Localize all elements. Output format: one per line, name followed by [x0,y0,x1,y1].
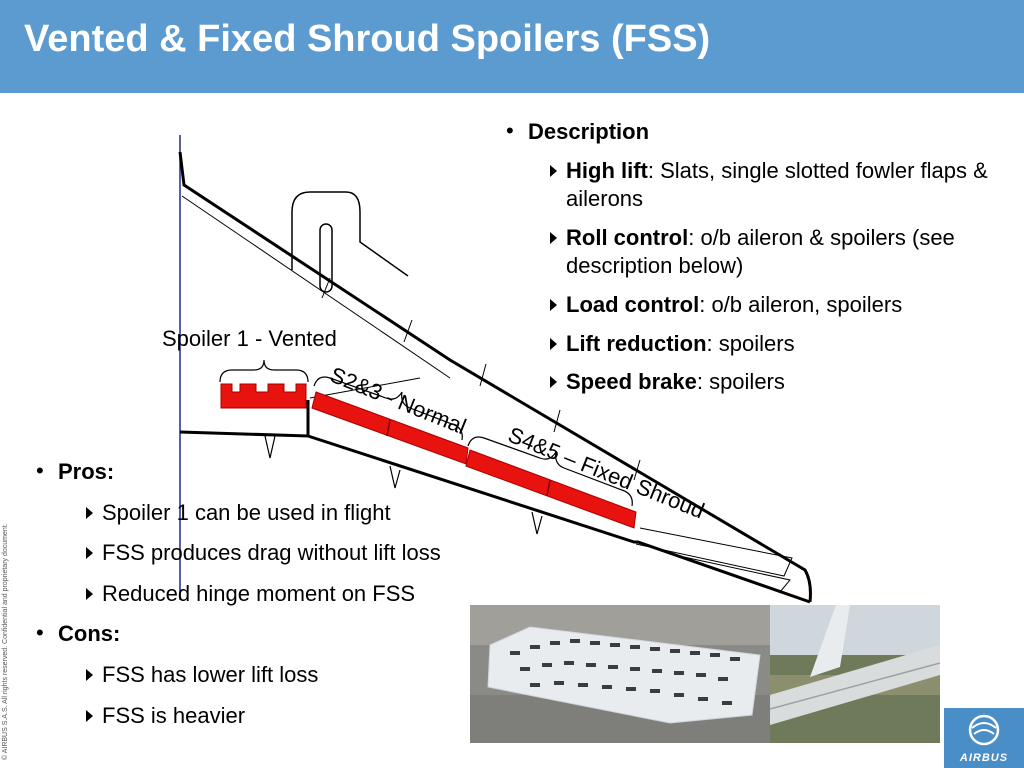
item-text: FSS is heavier [102,702,246,728]
item-text: Reduced hinge moment on FSS [102,580,416,606]
pros-cons-list: Pros: Spoiler 1 can be used in flight FS… [36,457,516,731]
description-item-high-lift: High lift: Slats, single slotted fowler … [550,157,1006,214]
item-text: FSS has lower lift loss [102,661,319,687]
bullet-arrow-icon [86,547,93,560]
item-label: Load control [566,291,700,317]
item-label: Roll control [566,224,689,250]
item-label: Speed brake [566,369,697,395]
pros-item: Spoiler 1 can be used in flight [86,499,516,528]
title-bar: Vented & Fixed Shroud Spoilers (FSS) [0,0,1024,93]
item-text: : o/b aileron & spoilers (see descriptio… [566,224,955,279]
cons-heading: Cons: [36,619,516,649]
bullet-arrow-icon [86,668,93,681]
description-heading: Description [506,117,1006,147]
label-spoiler1: Spoiler 1 - Vented [162,326,337,351]
description-item-lift-reduction: Lift reduction: spoilers [550,330,1006,359]
pros-item: FSS produces drag without lift loss [86,539,516,568]
bullet-arrow-icon [86,709,93,722]
item-text: Spoiler 1 can be used in flight [102,499,391,525]
pros-heading: Pros: [36,457,516,487]
bullet-arrow-icon [550,376,557,389]
bullet-arrow-icon [550,337,557,350]
item-text: FSS produces drag without lift loss [102,540,441,566]
airbus-logo: AIRBUS [944,708,1024,768]
item-text: : Slats, single slotted fowler flaps & a… [566,157,988,212]
wing-flight-photo [770,605,940,743]
description-list: Description High lift: Slats, single slo… [506,117,1006,397]
page-title: Vented & Fixed Shroud Spoilers (FSS) [24,18,711,60]
item-text: : o/b aileron, spoilers [699,291,903,317]
item-label: Lift reduction [566,330,707,356]
bullet-arrow-icon [550,231,557,244]
pros-item: Reduced hinge moment on FSS [86,580,516,609]
cons-item: FSS is heavier [86,702,516,731]
bullet-arrow-icon [86,587,93,600]
vented-spoiler-photo [470,605,770,743]
copyright-notice: © AIRBUS S.A.S. All rights reserved. Con… [2,523,9,760]
airbus-logo-icon [968,714,1000,746]
bullet-arrow-icon [550,298,557,311]
description-item-speed-brake: Speed brake: spoilers [550,368,1006,397]
bullet-arrow-icon [550,164,557,177]
item-text: : spoilers [696,369,785,395]
cons-item: FSS has lower lift loss [86,661,516,690]
item-text: : spoilers [706,330,795,356]
logo-text: AIRBUS [959,752,1009,764]
description-item-load-control: Load control: o/b aileron, spoilers [550,291,1006,320]
description-item-roll-control: Roll control: o/b aileron & spoilers (se… [550,224,1006,281]
bullet-arrow-icon [86,506,93,519]
item-label: High lift [566,157,648,183]
